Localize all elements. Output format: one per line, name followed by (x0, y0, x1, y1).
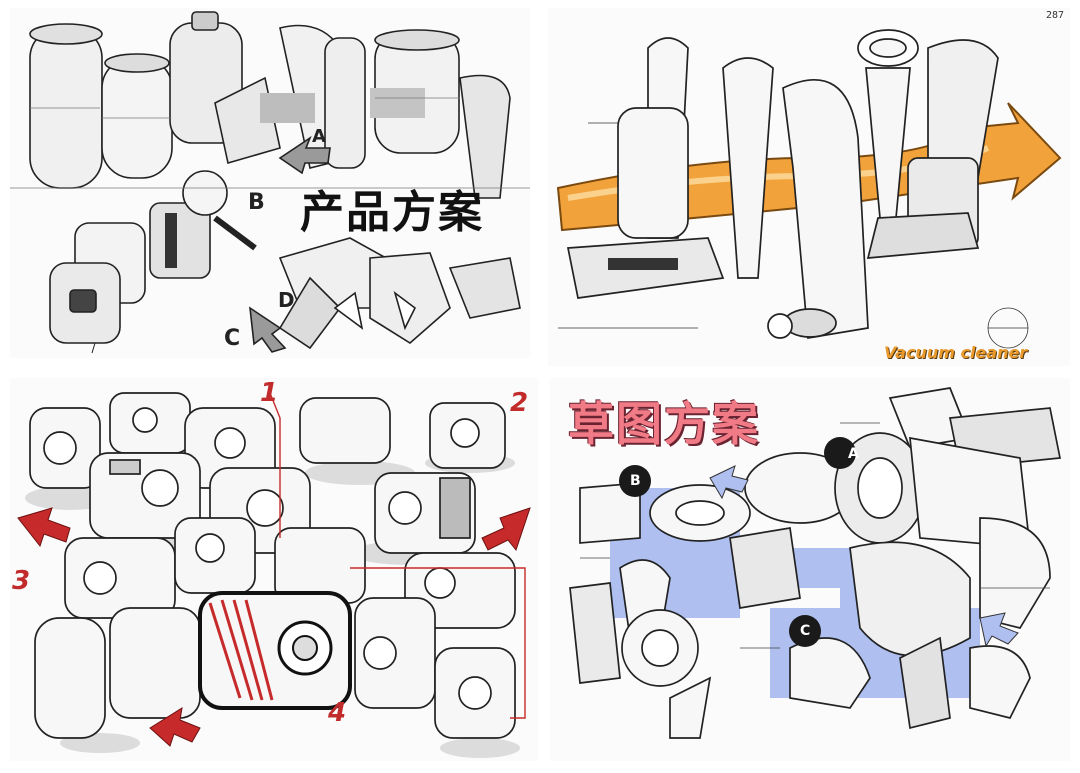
camera-number-1: 1 (260, 378, 279, 408)
panel-cameras: 1 2 3 4 (10, 378, 538, 761)
vacuum-caption: Vacuum cleaner (884, 343, 1028, 362)
sketch-scheme-drawings (569, 387, 1062, 739)
camera-number-4: 4 (328, 698, 347, 728)
camera-number-2: 2 (510, 388, 529, 418)
label-a: A (848, 446, 859, 462)
camera-sketches (17, 392, 531, 758)
panel-vacuum: 287 Vacuum cleaner (548, 8, 1070, 366)
label-a: A (312, 126, 326, 147)
label-d: D (278, 288, 295, 312)
label-c: C (224, 326, 241, 351)
panel-sketch-scheme: 草图方案 A B C (550, 378, 1070, 761)
page-number: 287 (1045, 10, 1064, 21)
label-b: B (248, 190, 265, 215)
label-b: B (630, 473, 641, 489)
panel-product-scheme: A B C D 产品方案 (10, 8, 530, 358)
camera-number-3: 3 (12, 566, 31, 596)
product-sketches (10, 11, 530, 354)
vacuum-sketches (556, 29, 1062, 349)
product-scheme-title: 产品方案 (300, 187, 484, 238)
sketch-scheme-title: 草图方案 (568, 397, 760, 451)
label-c: C (800, 623, 811, 639)
